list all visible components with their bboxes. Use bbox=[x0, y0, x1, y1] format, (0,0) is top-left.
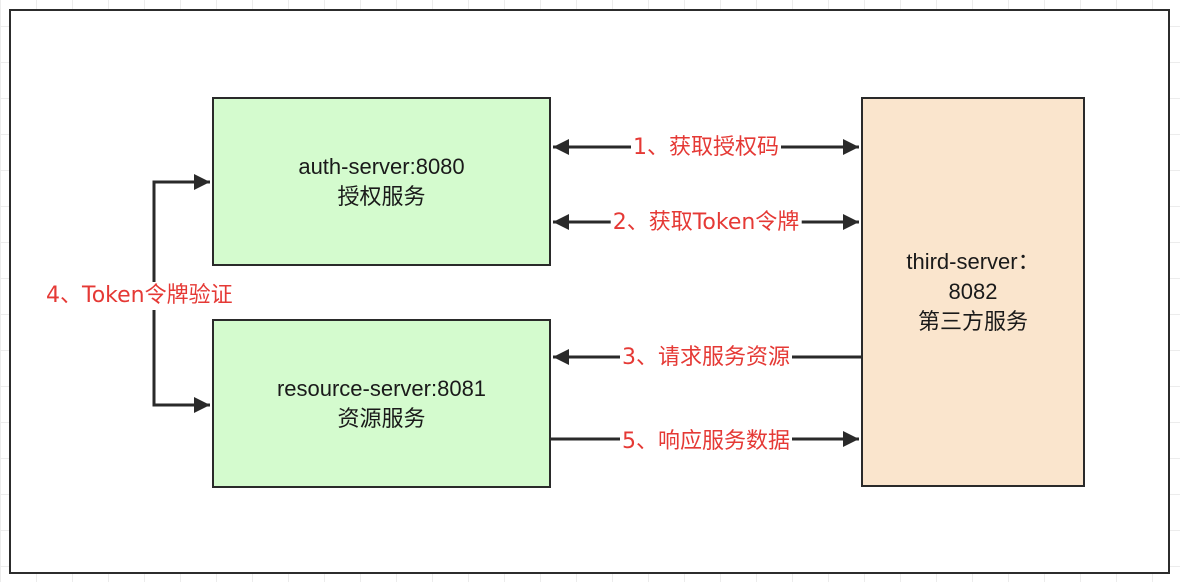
auth-server-description: 授权服务 bbox=[337, 183, 426, 209]
third-server-name: third-server： bbox=[906, 249, 1040, 274]
third-server-description: 第三方服务 bbox=[917, 309, 1028, 334]
edge-4-arrow-to-resource bbox=[152, 310, 210, 413]
auth-server-node[interactable]: auth-server:8080 授权服务 bbox=[212, 97, 551, 266]
edge-2-label: 2、获取Token令牌 bbox=[610, 209, 802, 237]
resource-server-description: 资源服务 bbox=[337, 405, 426, 431]
resource-server-address: resource-server:8081 bbox=[276, 375, 487, 401]
third-server-node[interactable]: third-server： 8082 第三方服务 bbox=[861, 97, 1085, 487]
edge-5-label: 5、响应服务数据 bbox=[620, 428, 792, 456]
auth-server-address: auth-server:8080 bbox=[298, 153, 465, 179]
third-server-port: 8082 bbox=[948, 279, 998, 304]
resource-server-node[interactable]: resource-server:8081 资源服务 bbox=[212, 319, 551, 488]
edge-4-label: 4、Token令牌验证 bbox=[44, 282, 235, 310]
edge-3-label: 3、请求服务资源 bbox=[620, 344, 792, 372]
edge-1-label: 1、获取授权码 bbox=[631, 134, 781, 162]
edge-4-arrow-to-auth bbox=[152, 174, 210, 284]
